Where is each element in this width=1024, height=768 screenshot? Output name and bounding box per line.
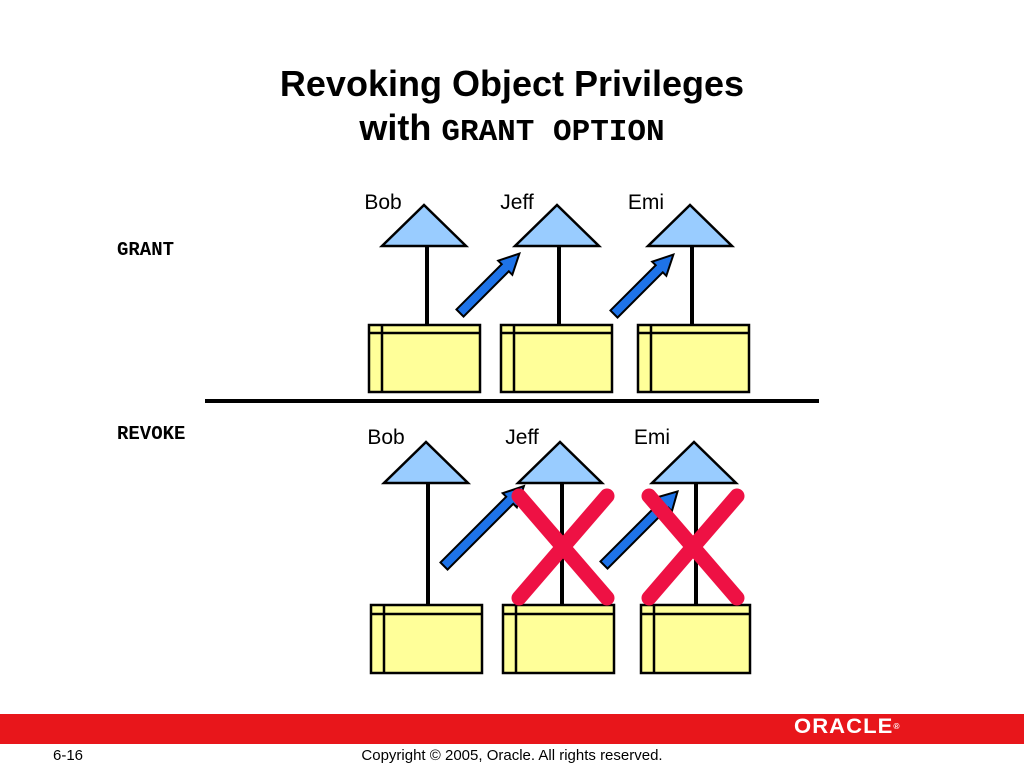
grant-arrow-jeff-to-emi-icon: [609, 253, 675, 319]
grant-scenario: Bob Jeff Emi: [364, 191, 751, 394]
table-icon: [639, 603, 752, 675]
table-icon: [499, 323, 614, 394]
revoked-cross-jeff-icon: [511, 488, 615, 606]
grant-user-jeff: Jeff: [499, 191, 614, 394]
revoke-label: REVOKE: [117, 423, 186, 445]
title-line-2: with GRANT OPTION: [0, 106, 1024, 155]
revoked-cross-emi-icon: [641, 488, 745, 606]
user-name-label: Bob: [364, 191, 401, 214]
copyright-notice: Copyright © 2005, Oracle. All rights res…: [361, 747, 663, 764]
user-triangle-icon: [378, 203, 470, 248]
title-with-text: with: [359, 107, 432, 148]
grant-user-bob: Bob: [364, 191, 482, 394]
user-name-label: Jeff: [505, 426, 539, 449]
grant-arrow-bob-to-jeff-icon: [455, 252, 521, 318]
table-icon: [501, 603, 616, 675]
revoke-user-jeff: Jeff: [501, 426, 616, 675]
user-name-label: Emi: [628, 191, 664, 214]
slide-title: Revoking Object Privileges with GRANT OP…: [0, 62, 1024, 155]
page-number: 6-16: [53, 747, 84, 764]
grant-user-emi: Emi: [628, 191, 751, 394]
footer-bar: [0, 714, 1024, 744]
trademark-icon: ®: [893, 722, 900, 731]
oracle-logo-text: ORACLE: [794, 715, 894, 738]
title-grant-option-code: GRANT OPTION: [441, 115, 665, 150]
revoke-scenario: Bob Jeff Emi: [367, 426, 752, 675]
table-icon: [367, 323, 482, 394]
table-icon: [369, 603, 484, 675]
grant-label: GRANT: [117, 239, 175, 261]
oracle-logo: ORACLE®: [794, 715, 918, 738]
user-name-label: Bob: [367, 426, 404, 449]
revoke-user-emi: Emi: [634, 426, 752, 675]
revoke-user-bob: Bob: [367, 426, 484, 675]
privilege-diagram: Bob Jeff Emi: [205, 191, 819, 675]
title-line-1: Revoking Object Privileges: [279, 63, 745, 104]
user-name-label: Jeff: [500, 191, 534, 214]
user-name-label: Emi: [634, 426, 670, 449]
table-icon: [636, 323, 751, 394]
